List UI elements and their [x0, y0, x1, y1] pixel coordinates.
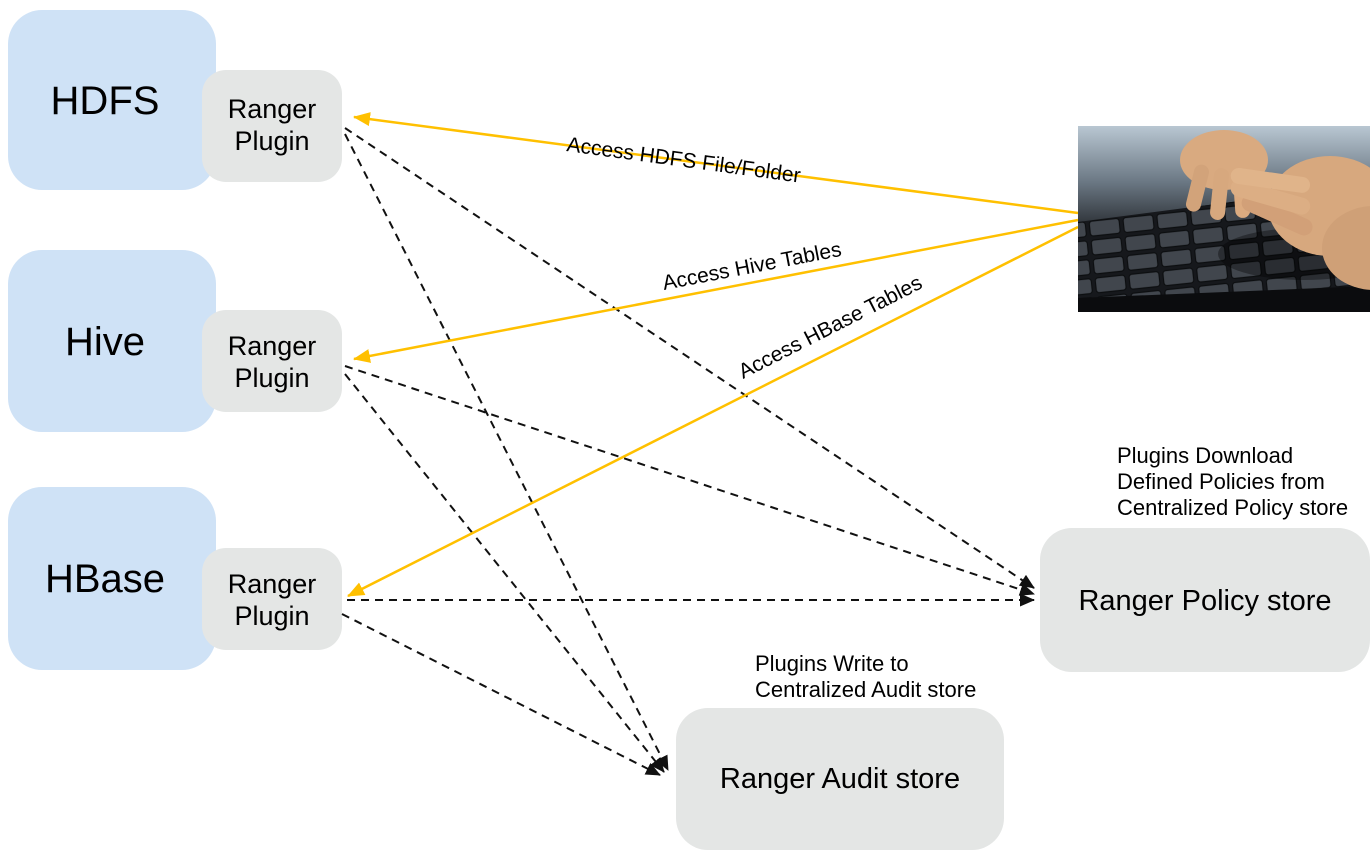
audit-note-line1: Plugins Write to [755, 651, 909, 676]
policy-note-line2: Defined Policies from [1117, 469, 1325, 494]
laptop-front-edge [1078, 286, 1370, 312]
plugin-label-line2: Plugin [234, 363, 309, 393]
service-label-hbase: HBase [45, 557, 165, 601]
service-hive: Hive [8, 250, 216, 432]
plugin-hive: Ranger Plugin [202, 310, 342, 412]
service-label-hdfs: HDFS [51, 79, 160, 123]
arrow-hdfs-plugin-to-audit-store [344, 133, 669, 771]
service-box-hbase [8, 487, 216, 670]
arrow-hbase-plugin-to-audit-store [341, 613, 661, 776]
arrow-access-hive [353, 218, 1079, 363]
audit-store: Ranger Audit store [676, 708, 1004, 850]
arrow-label-access-hbase: Access HBase Tables [735, 271, 926, 383]
service-box-hive [8, 250, 216, 432]
right-hand [1230, 156, 1370, 290]
service-hdfs: HDFS [8, 10, 216, 190]
user-keyboard-photo [1078, 126, 1370, 312]
audit-store-label: Ranger Audit store [720, 763, 960, 795]
arrow-access-hdfs [353, 112, 1079, 215]
plugin-label-line2: Plugin [234, 601, 309, 631]
plugin-box-hbase [202, 548, 342, 650]
arrow-label-access-hive: Access Hive Tables [661, 238, 844, 295]
service-label-hive: Hive [65, 320, 145, 364]
plugin-box-hdfs [202, 70, 342, 182]
policy-store: Ranger Policy store [1040, 528, 1370, 672]
audit-note: Plugins Write to Centralized Audit store [755, 651, 976, 702]
policy-note-line3: Centralized Policy store [1117, 495, 1348, 520]
arrow-hive-plugin-to-policy-store [344, 365, 1035, 596]
plugin-box-hive [202, 310, 342, 412]
arrow-label-access-hdfs: Access HDFS File/Folder [565, 133, 802, 187]
plugin-hdfs: Ranger Plugin [202, 70, 342, 182]
plugin-label-line1: Ranger [228, 94, 317, 124]
plugin-label-line1: Ranger [228, 331, 317, 361]
service-hbase: HBase [8, 487, 216, 670]
policy-store-label: Ranger Policy store [1078, 585, 1331, 617]
policy-note-line1: Plugins Download [1117, 443, 1293, 468]
plugin-hbase: Ranger Plugin [202, 548, 342, 650]
arrow-access-hbase [347, 225, 1079, 598]
arrow-hive-plugin-to-audit-store [344, 373, 665, 773]
service-box-hdfs [8, 10, 216, 190]
audit-note-line2: Centralized Audit store [755, 677, 976, 702]
audit-store-box [676, 708, 1004, 850]
arrow-hdfs-plugin-to-policy-store [344, 127, 1035, 589]
policy-note: Plugins Download Defined Policies from C… [1117, 443, 1348, 520]
policy-store-box [1040, 528, 1370, 672]
plugin-label-line1: Ranger [228, 569, 317, 599]
plugin-label-line2: Plugin [234, 126, 309, 156]
